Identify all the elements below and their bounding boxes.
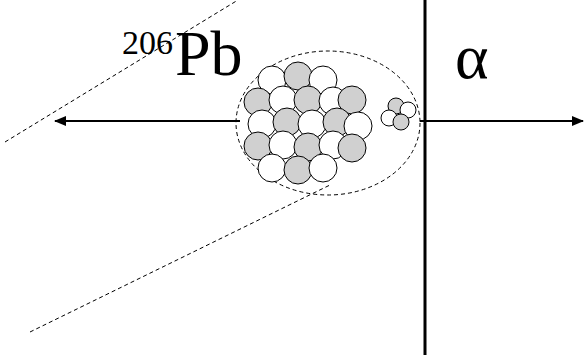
nucleon-cluster [244,62,372,184]
alpha-particle [381,98,416,130]
nucleus-boundary [236,51,420,195]
particle-symbol: α [455,25,489,89]
dashed-guide [30,185,330,332]
emission-arrow [420,120,583,122]
mass-number: 206 [122,26,173,60]
recoil-arrow [55,120,240,122]
element-symbol: Pb [175,22,243,86]
barrier-line [424,0,427,355]
